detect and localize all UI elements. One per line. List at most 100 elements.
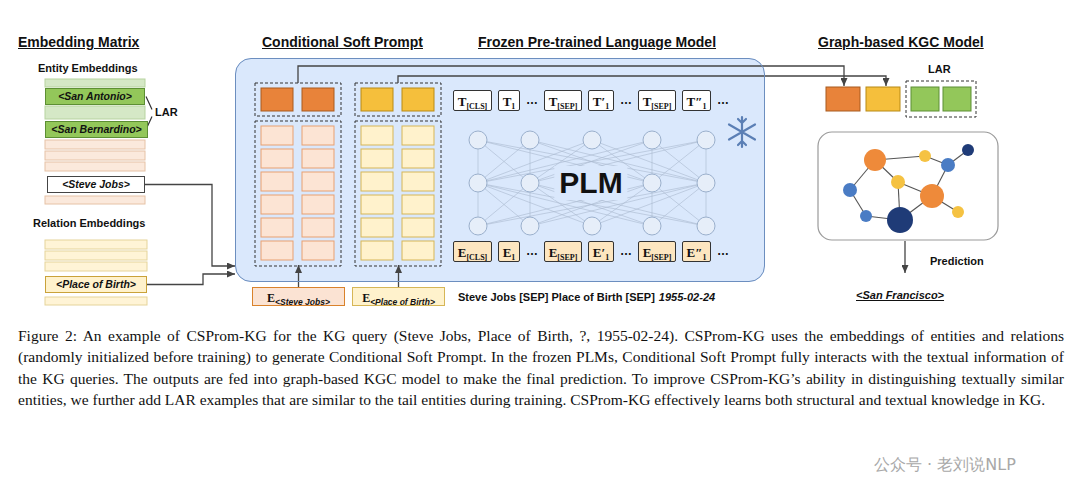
group-label: Entity Embeddings <box>38 62 138 74</box>
connector-arrow <box>398 265 399 287</box>
prompt-cell <box>402 218 434 237</box>
relation-embedding: <Place of Birth> <box>45 276 147 293</box>
input-token: E[SEP] <box>544 241 582 262</box>
node-text: <Place of Birth> <box>56 278 136 290</box>
subscript-text: 1 <box>511 102 515 111</box>
entity-embedding: <San Antonio> <box>45 88 145 105</box>
entity-input-embedding: E<Steve Jobs> <box>252 287 345 306</box>
subscript-text: <Place of Birth> <box>370 297 435 307</box>
output-line <box>398 76 886 86</box>
query-date: 1955-02-24 <box>659 288 715 306</box>
language-model-box: PLMT[CLS]T1T[SEP]T′1T[SEP]T″1E[CLS]E1E[S… <box>235 58 765 282</box>
input-token: E[CLS] <box>453 241 492 262</box>
group-label: Relation Embeddings <box>33 217 145 229</box>
connector-arrow <box>147 274 235 285</box>
embedding-row <box>45 297 147 305</box>
embedding-row <box>45 140 145 149</box>
graph-panel <box>818 132 998 240</box>
query-text: Steve Jobs [SEP] Place of Birth [SEP] <box>458 288 655 306</box>
prompt-cell <box>302 218 334 237</box>
neuron <box>583 217 601 235</box>
prompt-cell <box>361 172 393 191</box>
graph-node <box>843 183 857 197</box>
prompt-group-outline <box>255 121 341 266</box>
ellipsis: … <box>620 90 632 111</box>
input-token: E′1 <box>588 241 614 262</box>
prompt-output <box>866 87 900 111</box>
node-text: E′ <box>593 245 605 260</box>
embedding-row <box>45 79 145 87</box>
prompt-cell <box>261 126 293 145</box>
neuron <box>697 217 715 235</box>
node-text: E <box>458 245 467 260</box>
prompt-token <box>402 88 434 111</box>
lar-embedding <box>943 87 971 111</box>
prompt-cell <box>402 172 434 191</box>
lar-embedding <box>911 87 939 111</box>
graph-node <box>952 206 964 218</box>
neuron-link <box>652 183 706 226</box>
graph-node <box>860 210 872 222</box>
graph-node <box>941 158 955 172</box>
neuron <box>643 131 661 149</box>
entity-embedding: <Steve Jobs> <box>47 176 145 193</box>
neuron <box>469 131 487 149</box>
embedding-row <box>45 151 145 160</box>
prompt-cell <box>302 149 334 168</box>
ellipsis: … <box>526 241 538 262</box>
prompt-token <box>261 88 293 111</box>
section-heading: Frozen Pre-trained Language Model <box>478 34 716 50</box>
figure-caption: Figure 2: An example of CSProm-KG for th… <box>18 325 1064 410</box>
answer-entity: <San Francisco> <box>856 289 944 301</box>
embedding-row <box>45 162 145 171</box>
neuron <box>697 131 715 149</box>
section-heading: Embedding Matrix <box>18 34 139 50</box>
neuron <box>697 174 715 192</box>
ellipsis: … <box>526 90 538 111</box>
output-token: T″1 <box>682 90 711 111</box>
node-text: T <box>643 94 652 109</box>
prompt-cell <box>361 195 393 214</box>
soft-prompt-grid <box>255 83 441 266</box>
connector-arrow <box>298 265 299 287</box>
neuron <box>521 174 539 192</box>
output-token: T1 <box>498 90 520 111</box>
subscript-text: 1 <box>605 102 609 111</box>
node-text: T <box>549 94 558 109</box>
prompt-cell <box>402 126 434 145</box>
node-text: E″ <box>687 245 703 260</box>
graph-node <box>920 184 944 208</box>
snowflake-icon <box>729 117 755 147</box>
prediction-arrow <box>904 241 905 273</box>
prompt-cell <box>302 172 334 191</box>
snowflake-icon <box>729 117 755 147</box>
graph-node <box>962 144 974 156</box>
neuron-layer <box>469 131 715 235</box>
node-text: E <box>643 245 652 260</box>
prompt-cell <box>302 241 334 260</box>
section-heading: Conditional Soft Prompt <box>262 34 423 50</box>
entity-embedding-stack <box>45 79 145 204</box>
prompt-cell <box>261 172 293 191</box>
subscript-text: 1 <box>702 102 706 111</box>
node-text: PLM <box>554 166 627 200</box>
prompt-cell <box>361 126 393 145</box>
prompt-group-outline <box>255 83 341 116</box>
lar-label: LAR <box>155 106 178 118</box>
subscript-text: [SEP] <box>557 102 577 111</box>
section-heading: Graph-based KGC Model <box>818 34 984 50</box>
output-token: T[SEP] <box>544 90 582 111</box>
graph-node <box>919 150 931 162</box>
connector-group <box>145 185 399 288</box>
node-text: <San Antonio> <box>58 90 132 102</box>
ellipsis: … <box>717 241 729 262</box>
output-token: T′1 <box>588 90 614 111</box>
graph-edges <box>850 150 968 220</box>
watermark: 公众号 · 老刘说NLP <box>874 455 1016 476</box>
graph-nodes <box>843 144 974 233</box>
prompt-cell <box>261 218 293 237</box>
prediction-label: Prediction <box>930 255 984 267</box>
subscript-text: [CLS] <box>466 253 487 262</box>
